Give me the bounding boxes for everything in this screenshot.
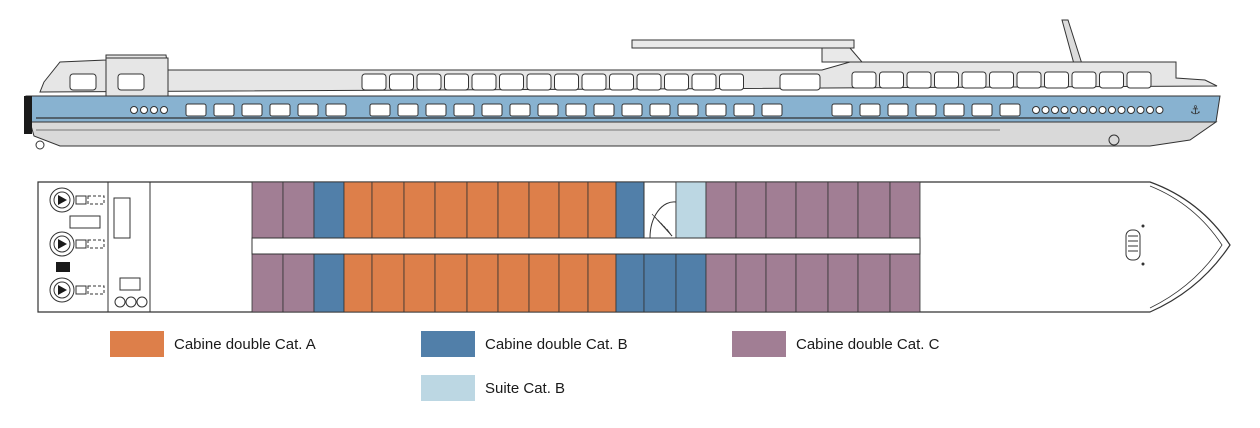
cabin-cat-c xyxy=(251,181,284,239)
cabin-cat-a xyxy=(434,253,468,313)
sundeck-canopy xyxy=(631,39,855,49)
legend-item-suite-b: Suite Cat. B xyxy=(421,375,565,401)
cabin-suite-b xyxy=(675,181,707,239)
cabins-top-row xyxy=(251,181,921,239)
cabin-cat-a xyxy=(403,181,436,239)
cabin-cat-b xyxy=(313,181,345,239)
engine-icon xyxy=(49,231,105,257)
tanks xyxy=(114,296,148,308)
cabin-cat-c xyxy=(827,253,859,313)
bow-stairs-icon xyxy=(1125,224,1145,266)
hull-lower xyxy=(29,121,1218,147)
cabin-cat-c xyxy=(705,253,737,313)
cabin-cat-a xyxy=(558,181,589,239)
cabin-cat-a xyxy=(403,253,436,313)
cabin-cat-c xyxy=(827,181,859,239)
bow-thruster-icon xyxy=(1108,134,1120,146)
cabin-cat-c xyxy=(251,253,284,313)
machinery-black xyxy=(56,262,70,272)
cabin-cat-c xyxy=(857,181,891,239)
cabin-cat-a xyxy=(466,253,499,313)
legend-swatch-cat-c xyxy=(732,331,786,357)
cabin-cat-a xyxy=(497,253,530,313)
legend-swatch-cat-a xyxy=(110,331,164,357)
cabin-cat-b xyxy=(643,253,677,313)
tank-block xyxy=(119,277,141,291)
cabin-cat-a xyxy=(434,181,468,239)
cabin-cat-b xyxy=(615,181,645,239)
cabin-cat-c xyxy=(795,181,829,239)
cabin-cat-a xyxy=(528,181,560,239)
central-staircase-icon xyxy=(643,181,677,239)
cabin-cat-a xyxy=(343,253,373,313)
anchor-icon: ⚓ xyxy=(1190,103,1201,117)
legend-label-cat-c: Cabine double Cat. C xyxy=(796,335,940,353)
engines xyxy=(49,187,105,303)
cabin-cat-b xyxy=(313,253,345,313)
cabin-cat-c xyxy=(282,181,315,239)
cabin-cat-a xyxy=(343,181,373,239)
cabin-cat-a xyxy=(497,181,530,239)
engine-icon xyxy=(49,187,105,213)
cabin-cat-c xyxy=(795,253,829,313)
legend-item-cat-c: Cabine double Cat. C xyxy=(732,331,939,357)
cabin-cat-c xyxy=(705,181,737,239)
cabin-cat-a xyxy=(587,253,617,313)
stairs-aft xyxy=(113,197,131,239)
cabin-cat-c xyxy=(765,253,797,313)
legend-label-cat-b: Cabine double Cat. B xyxy=(485,335,628,353)
cabin-cat-c xyxy=(735,181,767,239)
cabin-cat-c xyxy=(889,253,921,313)
legend-swatch-cat-b xyxy=(421,331,475,357)
cabin-cat-a xyxy=(528,253,560,313)
cabin-cat-c xyxy=(857,253,891,313)
cabin-cat-c xyxy=(282,253,315,313)
legend-swatch-suite-b xyxy=(421,375,475,401)
upper-windows xyxy=(69,71,1152,91)
cabin-cat-c xyxy=(735,253,767,313)
cabin-cat-c xyxy=(889,181,921,239)
cabin-cat-a xyxy=(466,181,499,239)
ship-side-view: ⚓ xyxy=(24,19,1221,150)
cabin-cat-a xyxy=(371,181,405,239)
engine-icon xyxy=(49,277,105,303)
legend-label-suite-b: Suite Cat. B xyxy=(485,379,566,397)
cabins-bottom-row xyxy=(251,253,921,313)
cabin-cat-a xyxy=(587,181,617,239)
corridor xyxy=(251,237,921,255)
deck-bow-inner xyxy=(1149,185,1223,309)
machinery-block xyxy=(69,215,101,229)
legend-label-cat-a: Cabine double Cat. A xyxy=(174,335,316,353)
cabin-cat-b xyxy=(675,253,707,313)
stern-black xyxy=(24,96,32,134)
cabin-cat-a xyxy=(558,253,589,313)
propeller-icon xyxy=(35,140,45,150)
legend-item-cat-b: Cabine double Cat. B xyxy=(421,331,628,357)
cabin-cat-a xyxy=(371,253,405,313)
cabin-cat-c xyxy=(765,181,797,239)
lower-windows xyxy=(130,103,1164,117)
legend-item-cat-a: Cabine double Cat. A xyxy=(110,331,316,357)
cabin-cat-b xyxy=(615,253,645,313)
